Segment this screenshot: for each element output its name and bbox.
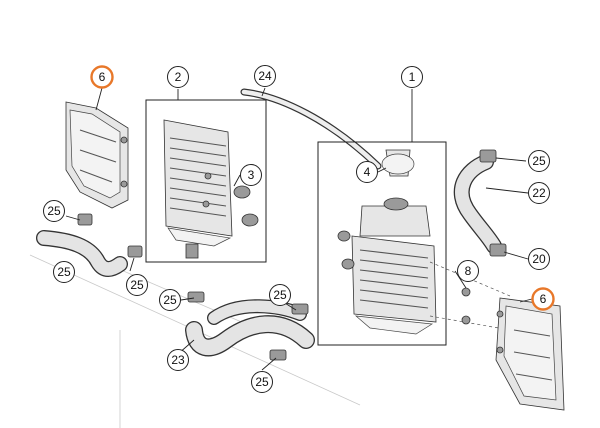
callout-number: 6 bbox=[540, 292, 547, 306]
callout-6: 6 bbox=[531, 287, 555, 311]
callout-circle bbox=[167, 349, 189, 371]
callout-circle bbox=[251, 371, 273, 393]
callout-number: 23 bbox=[171, 353, 185, 367]
callout-number: 3 bbox=[248, 168, 255, 182]
right-radiator-core bbox=[351, 235, 437, 323]
callout-labels: 6 2 24 1 3 4 25 22 25 20 25 8 25 25 25 6 23 25 bbox=[43, 65, 555, 393]
callout-number: 2 bbox=[175, 70, 182, 84]
callout-20: 20 bbox=[528, 248, 550, 270]
callout-circle bbox=[240, 164, 262, 186]
callout-4: 4 bbox=[356, 161, 378, 183]
expansion-tank bbox=[359, 205, 431, 237]
callout-number: 4 bbox=[364, 165, 371, 179]
callout-circle bbox=[528, 150, 550, 172]
callout-25: 25 bbox=[126, 274, 148, 296]
callout-23: 23 bbox=[167, 349, 189, 371]
left-lower-hose bbox=[36, 213, 143, 277]
callout-number: 22 bbox=[532, 186, 546, 200]
right-radiator-shroud bbox=[495, 297, 565, 411]
callout-25: 25 bbox=[269, 284, 291, 306]
callout-number: 25 bbox=[57, 265, 71, 279]
callout-circle bbox=[356, 161, 378, 183]
screws bbox=[461, 287, 471, 325]
callout-circle bbox=[401, 66, 423, 88]
callout-circle bbox=[90, 65, 114, 89]
right-upper-hose bbox=[453, 149, 507, 257]
callout-number: 1 bbox=[409, 70, 416, 84]
callout-number: 25 bbox=[47, 204, 61, 218]
callout-number: 25 bbox=[255, 375, 269, 389]
right-radiator-fins bbox=[359, 249, 429, 309]
right-radiator-group bbox=[317, 141, 511, 346]
callout-25: 25 bbox=[53, 261, 75, 283]
callout-number: 25 bbox=[273, 288, 287, 302]
callout-25: 25 bbox=[251, 371, 273, 393]
left-radiator-core bbox=[163, 119, 233, 237]
left-radiator-shroud bbox=[65, 101, 129, 209]
grommet-lower bbox=[241, 213, 259, 227]
right-radiator-frame bbox=[317, 141, 447, 346]
callout-circle bbox=[167, 66, 189, 88]
callout-25: 25 bbox=[528, 150, 550, 172]
callout-circle bbox=[528, 248, 550, 270]
callout-25: 25 bbox=[43, 200, 65, 222]
left-radiator-frame bbox=[145, 99, 267, 263]
callout-circle bbox=[43, 200, 65, 222]
callout-number: 24 bbox=[258, 69, 272, 83]
callout-circle bbox=[53, 261, 75, 283]
callout-3: 3 bbox=[240, 164, 262, 186]
overflow-hose bbox=[240, 88, 382, 170]
callout-circle bbox=[528, 182, 550, 204]
callout-number: 20 bbox=[532, 252, 546, 266]
left-radiator-group bbox=[145, 99, 267, 263]
callout-25: 25 bbox=[159, 289, 181, 311]
leader-lines bbox=[65, 87, 533, 371]
callout-number: 25 bbox=[130, 278, 144, 292]
callout-6: 6 bbox=[90, 65, 114, 89]
callout-circle bbox=[457, 260, 479, 282]
callout-1: 1 bbox=[401, 66, 423, 88]
callout-24: 24 bbox=[254, 65, 276, 87]
grommet-upper bbox=[233, 185, 251, 199]
callout-number: 25 bbox=[163, 293, 177, 307]
callout-circle bbox=[269, 284, 291, 306]
callout-circle bbox=[126, 274, 148, 296]
callout-2: 2 bbox=[167, 66, 189, 88]
callout-8: 8 bbox=[457, 260, 479, 282]
callout-number: 25 bbox=[532, 154, 546, 168]
callout-circle bbox=[254, 65, 276, 87]
callout-22: 22 bbox=[528, 182, 550, 204]
callout-number: 6 bbox=[99, 70, 106, 84]
lower-connecting-hose bbox=[185, 291, 315, 361]
callout-circle bbox=[159, 289, 181, 311]
callout-circle bbox=[531, 287, 555, 311]
left-radiator-fins bbox=[169, 137, 227, 217]
callout-number: 8 bbox=[465, 264, 472, 278]
